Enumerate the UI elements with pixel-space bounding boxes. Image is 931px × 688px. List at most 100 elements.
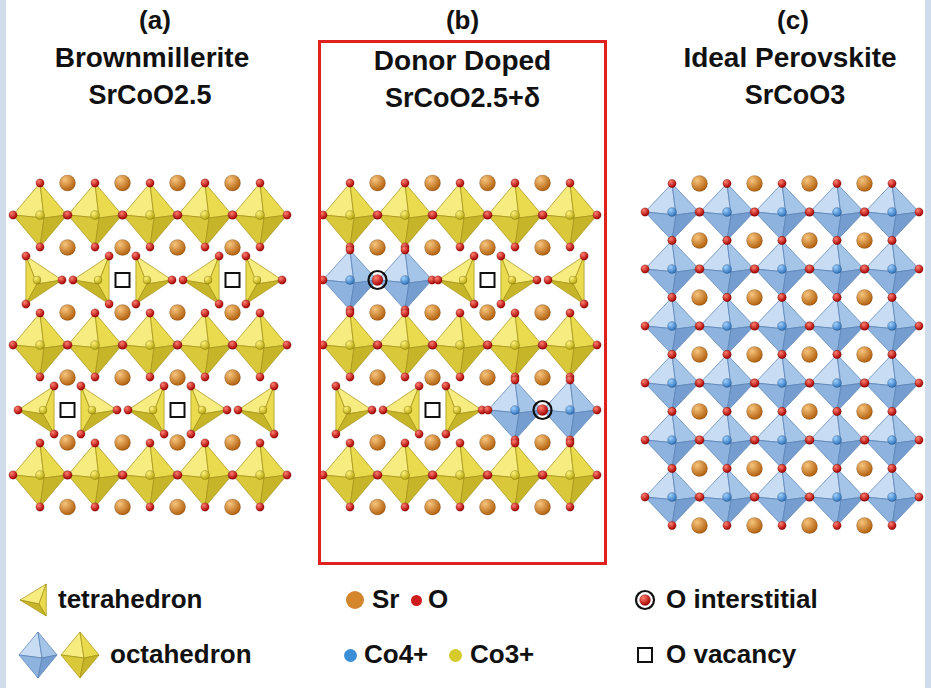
strontium-atom xyxy=(747,404,763,420)
tetrahedron xyxy=(234,382,278,438)
strontium-atom xyxy=(115,435,131,451)
oxygen-atom xyxy=(132,300,140,308)
cobalt-atom xyxy=(888,493,897,502)
strontium-atom xyxy=(747,347,763,363)
cobalt-atom xyxy=(833,322,842,331)
oxygen-atom xyxy=(456,243,464,251)
cobalt-atom xyxy=(566,471,575,480)
oxygen-atom xyxy=(833,179,841,187)
oxygen-atom xyxy=(36,439,44,447)
oxygen-atom xyxy=(9,211,17,219)
polyhedron-face xyxy=(323,215,354,247)
octahedron xyxy=(539,179,601,251)
oxygen-atom xyxy=(77,430,85,438)
octahedron xyxy=(119,439,181,511)
oxygen-atom xyxy=(429,211,437,219)
oxygen-atom xyxy=(668,236,676,244)
cobalt-atom xyxy=(511,211,520,220)
oxygen-atom xyxy=(751,265,759,273)
cobalt-atom xyxy=(343,406,351,414)
oxygen-atom xyxy=(119,341,127,349)
chemical-formula: SrCoO2.5+δ xyxy=(385,83,540,114)
oxygen-atom xyxy=(36,309,44,317)
oxygen-atom xyxy=(173,211,181,219)
oxygen-atom xyxy=(566,309,574,317)
oxygen-atom xyxy=(456,439,464,447)
oxygen-atom xyxy=(538,471,546,479)
cobalt-atom xyxy=(201,211,210,220)
strontium-atom xyxy=(692,461,708,477)
oxygen-vacancy xyxy=(61,403,75,417)
cobalt-atom xyxy=(833,493,842,502)
cobalt-atom xyxy=(668,436,677,445)
oxygen-vacancy xyxy=(171,403,185,417)
oxygen-atom xyxy=(346,373,354,381)
polyhedron-face xyxy=(80,632,99,658)
strontium-atom xyxy=(802,518,818,534)
oxygen-atom xyxy=(696,493,704,501)
strontium-atom xyxy=(857,404,873,420)
oxygen-atom xyxy=(833,236,841,244)
oxygen-atom xyxy=(641,265,649,273)
oxygen-atom xyxy=(511,376,519,384)
strontium-atom xyxy=(692,233,708,249)
strontium-atom xyxy=(480,499,496,515)
strontium-atom xyxy=(480,305,496,321)
oxygen-atom xyxy=(346,439,354,447)
oxygen-atom xyxy=(888,293,896,301)
strontium-atom xyxy=(370,499,386,515)
oxygen-atom xyxy=(805,379,813,387)
oxygen-atom xyxy=(566,179,574,187)
cobalt-atom xyxy=(39,406,47,414)
oxygen-atom xyxy=(806,436,814,444)
cobalt-atom xyxy=(723,265,732,274)
oxygen-atom xyxy=(118,211,126,219)
cobalt-atom xyxy=(146,341,155,350)
oxygen-atom xyxy=(373,341,381,349)
octahedron xyxy=(229,309,291,381)
cobalt-atom xyxy=(833,208,842,217)
oxygen-atom xyxy=(750,265,758,273)
legend-text: octahedron xyxy=(110,640,252,670)
oxygen-atom xyxy=(695,265,703,273)
strontium-atom xyxy=(225,370,241,386)
strontium-atom xyxy=(370,370,386,386)
octahedron xyxy=(64,179,126,251)
strontium-atom xyxy=(535,435,551,451)
oxygen-atom xyxy=(146,243,154,251)
legend-text: Co4+ xyxy=(364,640,428,670)
legend-swatch xyxy=(449,649,462,662)
oxygen-atom xyxy=(539,341,547,349)
legend-swatch xyxy=(344,649,357,662)
oxygen-atom xyxy=(668,350,676,358)
strontium-atom xyxy=(480,435,496,451)
oxygen-atom xyxy=(374,471,382,479)
oxygen-atom xyxy=(778,236,786,244)
oxygen-atom xyxy=(805,322,813,330)
oxygen-atom xyxy=(511,243,519,251)
phase-name: Brownmillerite xyxy=(55,42,249,74)
oxygen-atom xyxy=(641,493,649,501)
polyhedron-face xyxy=(238,410,274,434)
oxygen-atom xyxy=(861,322,869,330)
octahedron xyxy=(119,179,181,251)
oxygen-atom xyxy=(593,471,601,479)
octahedron xyxy=(429,179,491,251)
strontium-atom xyxy=(535,175,551,191)
tetrahedron xyxy=(242,252,286,308)
oxygen-atom xyxy=(160,430,168,438)
strontium-atom xyxy=(115,305,131,321)
oxygen-atom xyxy=(484,471,492,479)
oxygen-atom xyxy=(401,179,409,187)
strontium-atom xyxy=(747,290,763,306)
octahedron xyxy=(9,179,71,251)
polyhedron-face xyxy=(81,410,117,434)
cobalt-atom xyxy=(198,406,206,414)
polyhedron-face xyxy=(892,269,919,298)
oxygen-atom xyxy=(373,471,381,479)
tetrahedron xyxy=(442,382,486,438)
oxygen-atom xyxy=(174,211,182,219)
oxygen-atom xyxy=(105,252,113,260)
polyhedron-face xyxy=(438,280,474,304)
oxygen-atom xyxy=(91,243,99,251)
